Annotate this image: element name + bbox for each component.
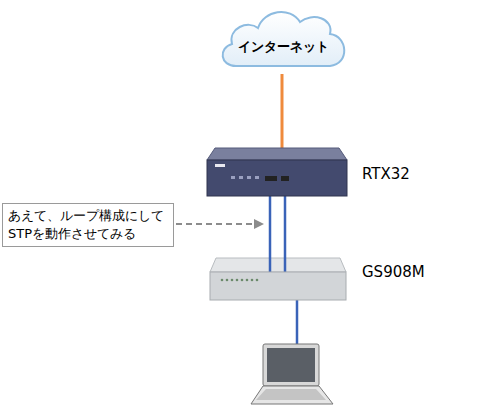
switch-led — [256, 279, 259, 282]
cloud-shape — [223, 12, 345, 66]
network-cable — [284, 196, 287, 272]
node-label: RTX32 — [362, 164, 442, 185]
network-cable — [269, 196, 272, 272]
router-led — [239, 176, 243, 179]
router-led — [255, 176, 259, 179]
switch-led — [241, 279, 244, 282]
switch-led — [246, 279, 249, 282]
network-cable — [281, 74, 284, 148]
router-led — [231, 176, 235, 179]
switch-top-face — [210, 258, 346, 272]
router-port — [265, 176, 277, 181]
switch-led — [231, 279, 234, 282]
switch-outline — [210, 272, 346, 300]
switch-led — [221, 279, 224, 282]
callout-leader — [176, 223, 256, 225]
router-led — [247, 176, 251, 179]
callout-box: あえて、ループ構成にして STPを動作させてみる — [2, 203, 174, 247]
router-port — [281, 176, 289, 181]
switch-device: GS908M — [210, 272, 346, 300]
leader-arrowhead — [254, 219, 264, 229]
node-label: あえて、ループ構成にして STPを動作させてみる — [8, 207, 170, 242]
switch-front-face — [210, 272, 346, 300]
router-device: RTX32 — [207, 148, 347, 196]
router-outline — [207, 148, 347, 196]
router-logo — [215, 164, 225, 167]
node-label: インターネット — [214, 38, 352, 56]
router-top-face — [207, 148, 347, 160]
lan-cable — [296, 298, 299, 346]
callout-border — [3, 204, 174, 247]
switch-led — [236, 279, 239, 282]
switch-led — [226, 279, 229, 282]
cloud-node: インターネット — [214, 4, 352, 74]
switch-led — [251, 279, 254, 282]
laptop-illustration — [251, 344, 333, 404]
router-front-face — [207, 160, 347, 196]
node-label: GS908M — [362, 262, 452, 283]
